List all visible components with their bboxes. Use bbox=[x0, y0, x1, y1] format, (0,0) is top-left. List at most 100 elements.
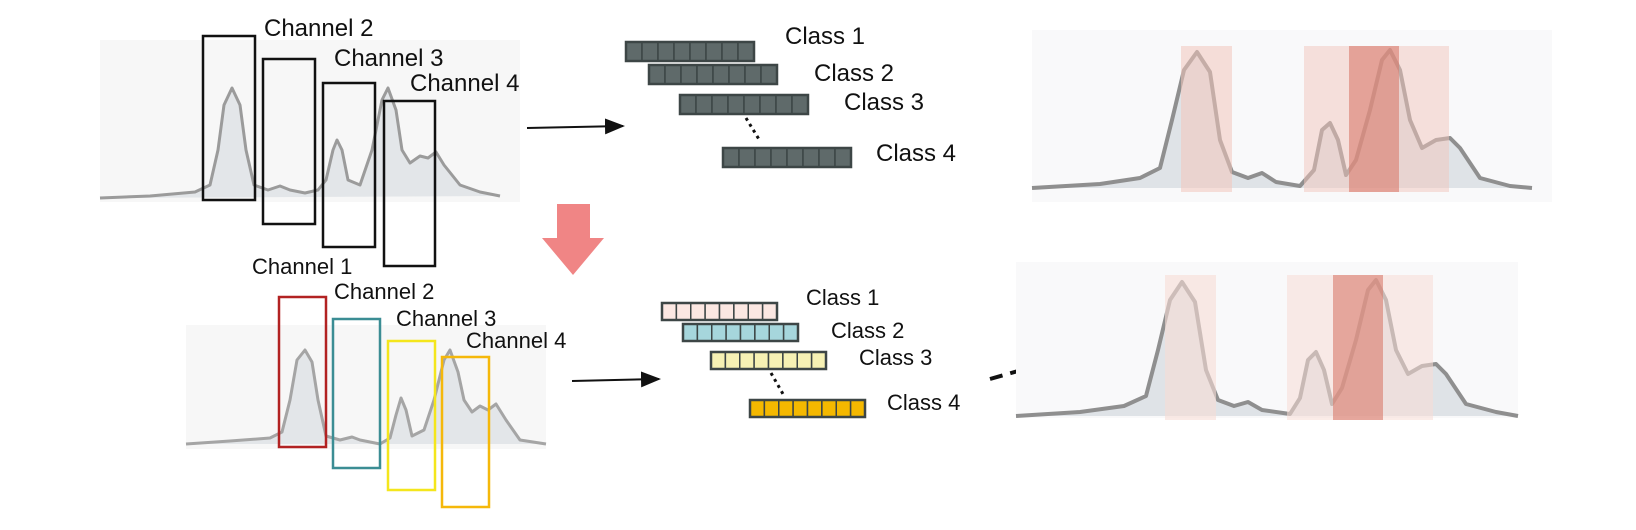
vector-cell bbox=[818, 147, 836, 168]
vector-cell bbox=[759, 94, 777, 115]
vector-cell bbox=[679, 94, 697, 115]
top-channel-3-label: Channel 3 bbox=[334, 45, 443, 72]
vector-cell bbox=[754, 323, 770, 342]
vector-cell bbox=[768, 323, 785, 342]
top-channel-4-window bbox=[382, 99, 437, 268]
vector-cell bbox=[690, 302, 706, 321]
vector-cell bbox=[722, 147, 740, 168]
top-class-2-vector bbox=[647, 63, 779, 86]
vector-cell bbox=[710, 351, 727, 370]
vector-cell bbox=[648, 64, 666, 85]
vector-cell bbox=[661, 302, 678, 321]
bottom-class-1-label: Class 1 bbox=[806, 285, 879, 310]
bottom-class-3-label: Class 3 bbox=[859, 345, 932, 370]
vector-cell bbox=[727, 94, 745, 115]
vector-cell bbox=[770, 147, 788, 168]
bottom-right-highlight-1 bbox=[1165, 275, 1216, 420]
vector-cell bbox=[705, 41, 723, 62]
vector-cell bbox=[806, 399, 823, 418]
vector-cell bbox=[761, 302, 778, 321]
vector-cell bbox=[673, 41, 691, 62]
bottom-channel-2-window bbox=[331, 317, 382, 470]
vector-cell bbox=[725, 323, 742, 342]
vector-cell bbox=[775, 94, 793, 115]
top-class-2-label: Class 2 bbox=[814, 60, 894, 87]
top-class-3-label: Class 3 bbox=[844, 89, 924, 116]
vector-cell bbox=[738, 147, 756, 168]
vector-outline bbox=[681, 322, 800, 343]
top-right-highlight-1 bbox=[1181, 46, 1232, 192]
vector-cell bbox=[782, 351, 798, 370]
top-channel-1-window bbox=[201, 34, 257, 202]
bottom-class-2-vector bbox=[681, 322, 800, 343]
vector-cell bbox=[796, 351, 813, 370]
top-right-highlight-3 bbox=[1349, 46, 1399, 192]
bottom-class-4-label: Class 4 bbox=[887, 390, 960, 415]
vector-cell bbox=[739, 351, 755, 370]
vector-cell bbox=[753, 351, 770, 370]
vector-cell bbox=[767, 351, 784, 370]
vector-cell bbox=[724, 351, 741, 370]
vector-cell bbox=[744, 64, 762, 85]
vector-cell bbox=[763, 399, 780, 418]
vector-cell bbox=[718, 302, 735, 321]
vector-cell bbox=[682, 323, 699, 342]
vector-cell bbox=[782, 323, 799, 342]
top-class-vectors: Class 1 Class 2 Class 3 Class 4 bbox=[624, 23, 956, 169]
bottom-flow-arrow bbox=[571, 371, 661, 388]
vector-cell bbox=[834, 147, 852, 168]
bottom-channel-1-label: Channel 1 bbox=[252, 254, 352, 279]
vector-cell bbox=[711, 323, 727, 342]
vector-cell bbox=[712, 64, 730, 85]
vector-cell bbox=[728, 64, 746, 85]
vector-cell bbox=[696, 64, 714, 85]
vector-cell bbox=[721, 41, 739, 62]
vector-cell bbox=[792, 399, 809, 418]
top-class-1-vector bbox=[624, 40, 756, 63]
top-channel-4-label: Channel 4 bbox=[410, 70, 519, 97]
vector-outline bbox=[678, 93, 810, 116]
vector-cell bbox=[625, 41, 643, 62]
vector-cell bbox=[733, 302, 749, 321]
bottom-channel-3-window bbox=[386, 339, 437, 492]
vector-cell bbox=[675, 302, 692, 321]
vector-cell bbox=[791, 94, 809, 115]
top-channel-2-label: Channel 2 bbox=[264, 15, 373, 42]
bottom-channel-4-label: Channel 4 bbox=[466, 328, 566, 353]
top-channel-2-window bbox=[261, 57, 317, 226]
vector-cell bbox=[664, 64, 682, 85]
vector-cell bbox=[778, 399, 794, 418]
top-signal-background bbox=[100, 40, 520, 202]
top-flow-arrow bbox=[526, 118, 625, 135]
vector-outline bbox=[647, 63, 779, 86]
bottom-class-4-vector bbox=[748, 398, 867, 419]
vector-cell bbox=[737, 41, 755, 62]
vector-cell bbox=[696, 323, 713, 342]
vector-cell bbox=[711, 94, 729, 115]
bottom-ellipsis-dots bbox=[769, 372, 785, 395]
vector-cell bbox=[680, 64, 698, 85]
vector-cell bbox=[760, 64, 778, 85]
vector-outline bbox=[709, 350, 828, 371]
bottom-channel-3-label: Channel 3 bbox=[396, 306, 496, 331]
vector-cell bbox=[641, 41, 659, 62]
vector-cell bbox=[754, 147, 772, 168]
vector-outline bbox=[748, 398, 867, 419]
vector-outline bbox=[721, 146, 853, 169]
bottom-class-2-label: Class 2 bbox=[831, 318, 904, 343]
vector-cell bbox=[747, 302, 764, 321]
top-signal-panel: Channel 2 Channel 3 Channel 4 bbox=[99, 15, 520, 268]
bottom-signal-panel: Channel 1 Channel 2 Channel 3 Channel 4 bbox=[185, 254, 566, 509]
top-right-output bbox=[1031, 30, 1552, 202]
vector-cell bbox=[743, 94, 761, 115]
vector-cell bbox=[657, 41, 675, 62]
vector-cell bbox=[835, 399, 852, 418]
vector-outline bbox=[660, 301, 779, 322]
vector-cell bbox=[749, 399, 766, 418]
vector-cell bbox=[821, 399, 837, 418]
vector-cell bbox=[689, 41, 707, 62]
vector-cell bbox=[786, 147, 804, 168]
bottom-class-3-vector bbox=[709, 350, 828, 371]
top-class-1-label: Class 1 bbox=[785, 23, 865, 50]
bottom-channel-1-window bbox=[277, 295, 328, 449]
